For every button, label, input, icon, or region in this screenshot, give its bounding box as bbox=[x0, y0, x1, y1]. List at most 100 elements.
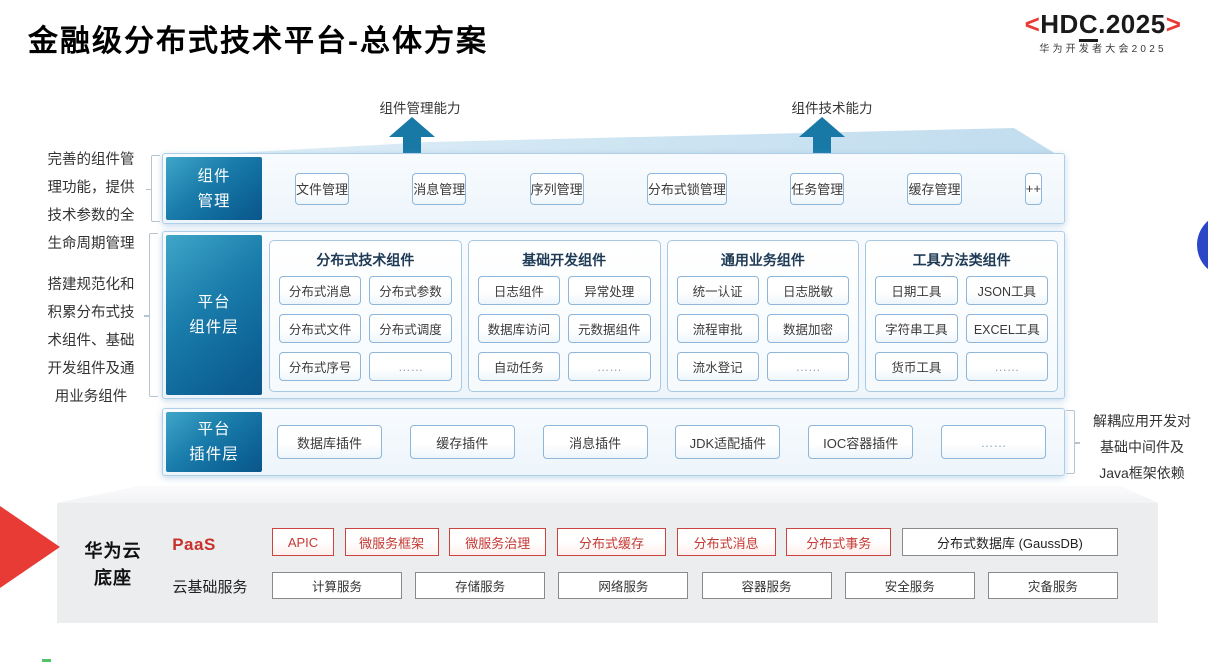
layer-row-platform-components: 平台 组件层 分布式技术组件 分布式消息分布式参数分布式文件分布式调度分布式序号… bbox=[162, 231, 1065, 399]
component-chip: 分布式调度 bbox=[369, 314, 452, 343]
arrow-head bbox=[389, 117, 435, 137]
layer-label-component-management: 组件 管理 bbox=[166, 157, 262, 220]
green-dash-mark bbox=[42, 659, 51, 662]
layer-label-platform-plugins: 平台 插件层 bbox=[166, 412, 262, 472]
component-chip: 自动任务 bbox=[477, 352, 561, 381]
cloud-service-chip: 网络服务 bbox=[558, 572, 689, 599]
group-basic-dev: 基础开发组件 日志组件异常处理数据库访问元数据组件自动任务…… bbox=[467, 240, 661, 392]
paas-service-chip: APIC bbox=[272, 528, 334, 556]
arrow-stem bbox=[813, 137, 831, 154]
group-grid: 分布式消息分布式参数分布式文件分布式调度分布式序号…… bbox=[270, 276, 461, 391]
red-arrow-icon bbox=[0, 506, 60, 588]
group-title: 工具方法类组件 bbox=[912, 252, 1011, 268]
plugin-chip: 数据库插件 bbox=[277, 425, 382, 459]
component-chip: 字符串工具 bbox=[875, 314, 958, 343]
plugin-chip: IOC容器插件 bbox=[808, 425, 914, 459]
plugin-chip: JDK适配插件 bbox=[675, 425, 781, 459]
component-chip: 异常处理 bbox=[568, 276, 651, 305]
cloud-service-chip: 计算服务 bbox=[272, 572, 402, 599]
cloud-services-row: 计算服务存储服务网络服务容器服务安全服务灾备服务 bbox=[272, 572, 1118, 599]
component-chip: EXCEL工具 bbox=[965, 314, 1048, 343]
cloud-services-label: 云基础服务 bbox=[172, 579, 248, 596]
component-chip: 统一认证 bbox=[676, 276, 759, 305]
logo-bracket-left: < bbox=[1024, 9, 1041, 39]
group-title: 通用业务组件 bbox=[720, 252, 805, 268]
component-chip: 数据库访问 bbox=[477, 314, 561, 343]
management-chip: 消息管理 bbox=[412, 172, 467, 205]
component-chip: 分布式文件 bbox=[279, 314, 362, 343]
group-common-business: 通用业务组件 统一认证日志脱敏流程审批数据加密流水登记…… bbox=[666, 240, 860, 392]
component-chip: 分布式消息 bbox=[279, 276, 362, 305]
paas-service-chip: 分布式缓存 bbox=[556, 528, 666, 556]
left-brace-icon bbox=[144, 233, 158, 397]
group-title: 分布式技术组件 bbox=[316, 252, 415, 268]
arrow-head bbox=[799, 117, 845, 137]
management-chip: 缓存管理 bbox=[907, 172, 962, 205]
capability-label-technology: 组件技术能力 bbox=[791, 101, 873, 116]
group-grid: 统一认证日志脱敏流程审批数据加密流水登记…… bbox=[668, 276, 859, 391]
layer-row-component-management: 组件 管理 文件管理 消息管理 序列管理 分布式锁管理 任务管理 缓存管理 ++ bbox=[162, 153, 1065, 224]
logo-text-year: .2025 bbox=[1098, 9, 1166, 39]
component-chip: 数据加密 bbox=[766, 314, 850, 343]
management-chip: 分布式锁管理 bbox=[646, 172, 727, 205]
component-chip: JSON工具 bbox=[965, 276, 1048, 305]
layer-label-platform-components: 平台 组件层 bbox=[166, 235, 262, 395]
page-title: 金融级分布式技术平台-总体方案 bbox=[28, 25, 488, 58]
logo-text-hd: HD bbox=[1040, 9, 1079, 39]
component-chip: 分布式序号 bbox=[279, 352, 362, 381]
group-distributed-tech: 分布式技术组件 分布式消息分布式参数分布式文件分布式调度分布式序号…… bbox=[269, 240, 462, 392]
cloud-service-chip: 灾备服务 bbox=[987, 572, 1118, 599]
layer-row-platform-plugins: 平台 插件层 数据库插件缓存插件消息插件 JDK适配插件 IOC容器插件 …… bbox=[162, 408, 1065, 476]
cloud-service-chip: 存储服务 bbox=[415, 572, 546, 599]
up-arrow-icon bbox=[799, 117, 845, 155]
component-chip: 日志脱敏 bbox=[766, 276, 850, 305]
logo-text-c: C bbox=[1078, 9, 1099, 42]
plugin-chip: …… bbox=[940, 425, 1046, 459]
component-chip: …… bbox=[369, 352, 452, 381]
paas-services-row: APIC 微服务框架微服务治理分布式缓存分布式消息分布式事务分布式数据库 (Gau… bbox=[272, 528, 1118, 556]
cloud-service-chip: 安全服务 bbox=[844, 572, 975, 599]
note-platform-components: 搭建规范化和 积累分布式技 术组件、基础 开发组件及通 用业务组件 bbox=[47, 277, 135, 405]
group-grid: 日志组件异常处理数据库访问元数据组件自动任务…… bbox=[469, 276, 660, 391]
component-chip: 日志组件 bbox=[477, 276, 561, 305]
plugin-chips: 数据库插件缓存插件消息插件 JDK适配插件 IOC容器插件 …… bbox=[277, 409, 1046, 475]
note-plugin-decoupling: 解耦应用开发对 基础中间件及 Java框架依赖 bbox=[1093, 413, 1191, 481]
cloud-service-chip: 容器服务 bbox=[701, 572, 832, 599]
management-chips: 文件管理 消息管理 序列管理 分布式锁管理 任务管理 缓存管理 ++ bbox=[295, 154, 1042, 223]
hdc-logo-subtitle: 华为开发者大会2025 bbox=[1039, 43, 1167, 55]
management-chip: ++ bbox=[1024, 172, 1042, 205]
up-arrow-icon bbox=[389, 117, 435, 155]
component-chip: 日期工具 bbox=[875, 276, 958, 305]
component-chip: …… bbox=[766, 352, 850, 381]
component-groups: 分布式技术组件 分布式消息分布式参数分布式文件分布式调度分布式序号…… 基础开发… bbox=[269, 240, 1058, 392]
plugin-chip: 缓存插件 bbox=[409, 425, 515, 459]
hdc-logo: <HDC.2025> 华为开发者大会2025 bbox=[1002, 9, 1204, 55]
paas-service-chip: 分布式消息 bbox=[676, 528, 776, 556]
group-title: 基础开发组件 bbox=[522, 252, 607, 268]
component-chip: …… bbox=[965, 352, 1048, 381]
component-chip: 货币工具 bbox=[875, 352, 958, 381]
logo-bracket-right: > bbox=[1165, 9, 1182, 39]
component-chip: 元数据组件 bbox=[568, 314, 651, 343]
management-chip: 文件管理 bbox=[295, 172, 350, 205]
paas-label: PaaS bbox=[172, 535, 216, 554]
note-component-management: 完善的组件管 理功能，提供 技术参数的全 生命周期管理 bbox=[47, 152, 135, 252]
blue-circle-decoration bbox=[1197, 213, 1208, 277]
management-chip: 序列管理 bbox=[529, 172, 584, 205]
component-chip: …… bbox=[568, 352, 651, 381]
foundation-panel-top-face bbox=[57, 486, 1158, 503]
paas-service-chip: 微服务治理 bbox=[449, 528, 547, 556]
left-brace-icon bbox=[146, 155, 160, 222]
right-brace-icon bbox=[1066, 410, 1080, 474]
plugin-chip: 消息插件 bbox=[542, 425, 648, 459]
component-chip: 分布式参数 bbox=[369, 276, 452, 305]
management-chip: 任务管理 bbox=[790, 172, 845, 205]
hdc-logo-text: <HDC.2025> bbox=[1002, 9, 1204, 42]
paas-service-chip: 分布式事务 bbox=[786, 528, 892, 556]
paas-service-chip: 分布式数据库 (GaussDB) bbox=[901, 528, 1118, 556]
component-chip: 流程审批 bbox=[676, 314, 759, 343]
paas-service-chip: 微服务框架 bbox=[344, 528, 439, 556]
